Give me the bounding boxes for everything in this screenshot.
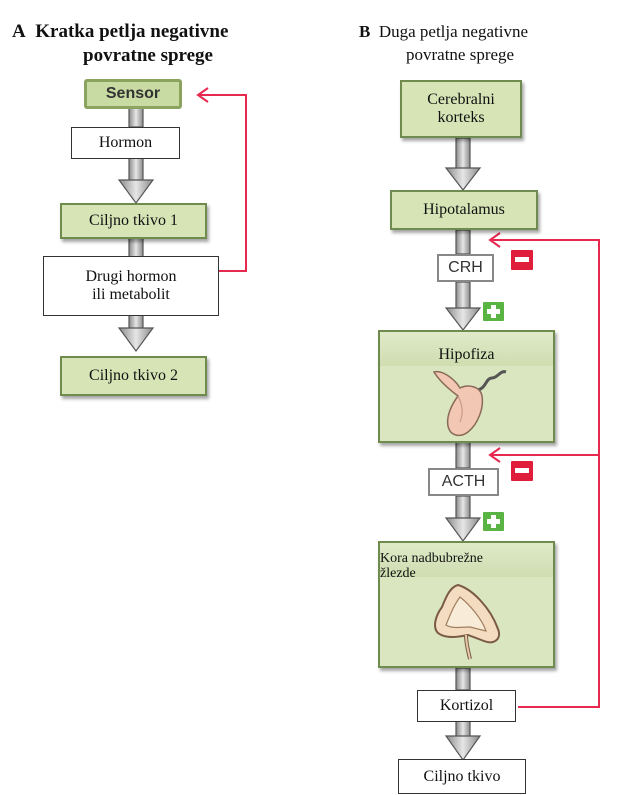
panel-a-letter: A: [12, 21, 26, 42]
flow-arrow-pituitary-acth: [455, 441, 471, 469]
flow-arrow-target1-second: [128, 237, 144, 259]
acth-label: ACTH: [428, 468, 499, 496]
flow-arrow-hypothalamus-crh: [455, 229, 471, 255]
adrenal-line1: Kora nadbubrežne: [380, 551, 484, 566]
pituitary-gland-icon: [432, 370, 507, 437]
panel-b-title: B Duga petlja negativne: [359, 21, 528, 43]
panel-b-letter: B: [359, 22, 371, 41]
cortex-line1: Cerebralni: [427, 91, 495, 108]
flow-arrow-cortex-hypothalamus: [444, 137, 482, 191]
flow-arrow-cortisol-target: [444, 720, 482, 762]
panel-b-title-line2: povratne sprege: [406, 45, 515, 64]
short-feedback-arrow: [196, 87, 247, 272]
pituitary-header-band: [380, 332, 553, 366]
adrenal-line2: žlezde: [380, 566, 416, 581]
long-feedback-arrow-pituitary: [488, 447, 599, 463]
plus-badge-icon: [483, 302, 504, 321]
target-tissue-1-box: Ciljno tkivo 1: [60, 203, 207, 239]
panel-b-title-line1: Duga petlja negativne: [378, 22, 529, 41]
cortex-line2: korteks: [437, 109, 485, 126]
cortisol-box: Kortizol: [417, 690, 516, 722]
second-hormone-box: Drugi hormon ili metabolit: [43, 256, 219, 316]
minus-badge-icon: [511, 461, 533, 481]
cerebral-cortex-box: Cerebralni korteks: [400, 80, 522, 138]
pituitary-box: Hipofiza: [378, 330, 555, 443]
hypothalamus-box: Hipotalamus: [390, 190, 538, 230]
plus-badge-icon: [483, 512, 504, 531]
panel-a-title-line2: povratne sprege: [83, 45, 213, 66]
second-hormone-line2: ili metabolit: [92, 286, 170, 303]
crh-label: CRH: [437, 254, 494, 282]
flow-arrow-acth-adrenal: [444, 495, 482, 543]
adrenal-cortex-box: Kora nadbubrežne žlezde: [378, 541, 555, 668]
flow-arrow-hormon-target1: [117, 157, 155, 205]
flow-arrow-sensor-hormon: [128, 106, 144, 128]
hormone-box: Hormon: [71, 127, 180, 159]
flow-arrow-adrenal-cortisol: [455, 667, 471, 691]
target-tissue-box: Ciljno tkivo: [398, 759, 526, 794]
adrenal-header-band: [380, 543, 553, 577]
long-feedback-arrow-hypothalamus: [488, 232, 600, 708]
pituitary-label: Hipofiza: [438, 346, 495, 363]
flow-arrow-second-target2: [117, 314, 155, 353]
second-hormone-line1: Drugi hormon: [85, 268, 177, 285]
panel-a-title-line1: Kratka petlja negativne: [35, 21, 229, 42]
target-tissue-2-box: Ciljno tkivo 2: [60, 356, 207, 396]
panel-a-title: A Kratka petlja negativne: [12, 21, 228, 43]
flow-arrow-crh-pituitary: [444, 281, 482, 331]
adrenal-gland-icon: [434, 583, 500, 660]
minus-badge-icon: [511, 250, 533, 270]
sensor-box: Sensor: [84, 79, 182, 109]
